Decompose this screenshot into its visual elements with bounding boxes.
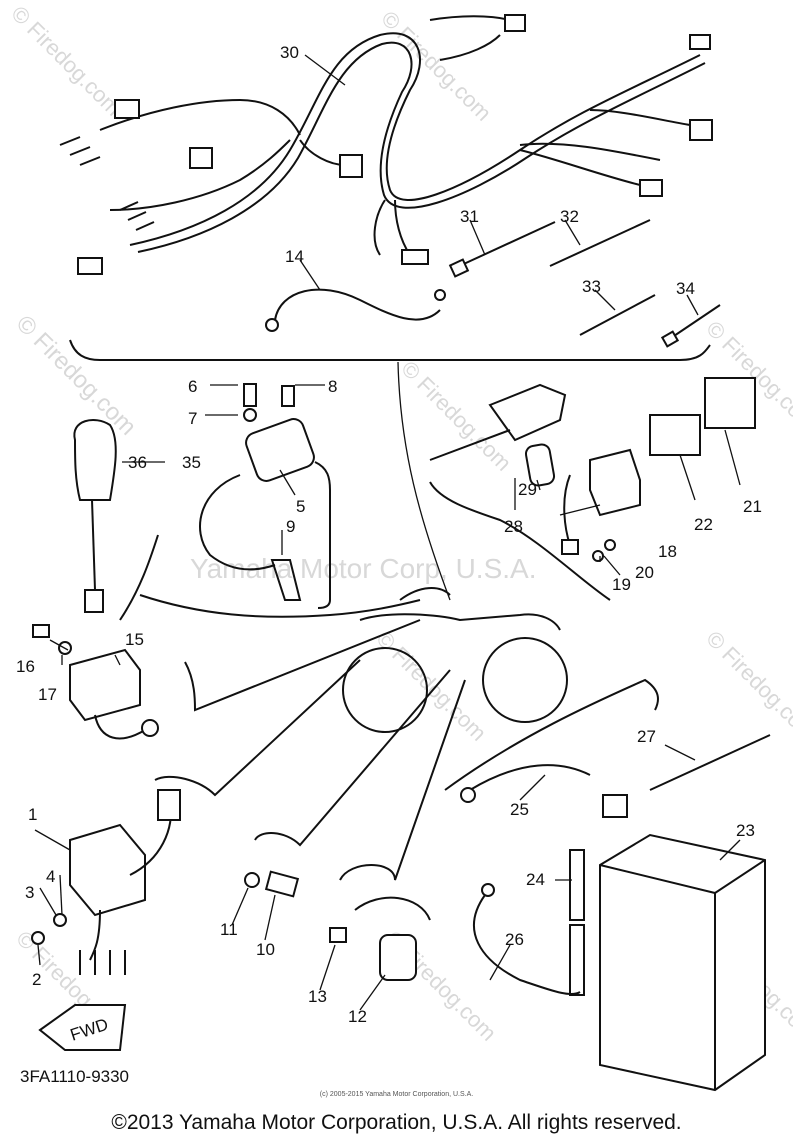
callout-10: 10 [256, 940, 275, 959]
callout-9: 9 [286, 517, 295, 536]
callout-6: 6 [188, 377, 197, 396]
callout-23: 23 [736, 821, 755, 840]
sensor-bracket [254, 669, 451, 847]
callout-27: 27 [637, 727, 656, 746]
starter-relay-bracket [339, 679, 466, 881]
callout-16: 16 [16, 657, 35, 676]
neutral-switch [244, 870, 300, 898]
watermark-lower-right: © Firedog.com [701, 626, 793, 746]
callout-14: 14 [285, 247, 304, 266]
callout-19: 19 [612, 575, 631, 594]
callout-18: 18 [658, 542, 677, 561]
vehicle-outline [139, 587, 568, 733]
callout-35: 35 [182, 453, 201, 472]
ground-lead [265, 288, 446, 332]
callout-8: 8 [328, 377, 337, 396]
starter-relay [329, 896, 431, 981]
regulator-bracket [184, 619, 421, 712]
watermark-left: © Firedog.com [11, 310, 142, 441]
switch-bracket [119, 534, 159, 621]
wire-harness [59, 14, 713, 275]
callout-29: 29 [518, 480, 537, 499]
ignition-coil [199, 383, 315, 601]
small-credit: (c) 2005-2015 Yamaha Motor Corporation, … [319, 1091, 474, 1098]
callout-24: 24 [526, 870, 545, 889]
watermark-lower-mid: © Firedog.com [371, 626, 491, 746]
callout-28: 28 [504, 517, 523, 536]
leader-harness-down [397, 361, 451, 601]
cable-ties [448, 219, 721, 348]
coil-bracket [314, 461, 331, 609]
rectifier-regulator [32, 624, 159, 740]
callout-1: 1 [28, 805, 37, 824]
copyright-notice: ©2013 Yamaha Motor Corporation, U.S.A. A… [111, 1111, 682, 1134]
watermark-top-left: © Firedog.com [6, 1, 126, 121]
cdi-bracket [154, 659, 361, 797]
callout-21: 21 [743, 497, 762, 516]
callout-34: 34 [676, 279, 695, 298]
callout-26: 26 [505, 930, 524, 949]
callout-33: 33 [582, 277, 601, 296]
callout-15: 15 [125, 630, 144, 649]
callout-labels: 30 31 32 33 34 14 6 7 8 5 9 36 35 15 16 … [16, 43, 762, 1026]
callout-31: 31 [460, 207, 479, 226]
harness-bracket [69, 339, 711, 361]
callout-5: 5 [296, 497, 305, 516]
callout-22: 22 [694, 515, 713, 534]
battery-bracket [444, 678, 659, 791]
fwd-arrow: FWD [38, 1004, 127, 1051]
callout-3: 3 [25, 883, 34, 902]
callout-4: 4 [46, 867, 55, 886]
callout-13: 13 [308, 987, 327, 1006]
callout-2: 2 [32, 970, 41, 989]
callout-25: 25 [510, 800, 529, 819]
callout-leaders [34, 54, 741, 1011]
callout-30: 30 [280, 43, 299, 62]
battery [460, 734, 771, 1092]
diagram-code: 3FA1110-9330 [20, 1067, 129, 1086]
callout-36: 36 [128, 453, 147, 472]
main-switch [73, 419, 117, 613]
callout-7: 7 [188, 409, 197, 428]
callout-20: 20 [635, 563, 654, 582]
callout-32: 32 [560, 207, 579, 226]
relay-bracket [429, 481, 611, 601]
callout-17: 17 [38, 685, 57, 704]
relay-group [429, 377, 756, 562]
callout-12: 12 [348, 1007, 367, 1026]
callout-11: 11 [220, 920, 238, 939]
cdi-unit [31, 789, 181, 975]
